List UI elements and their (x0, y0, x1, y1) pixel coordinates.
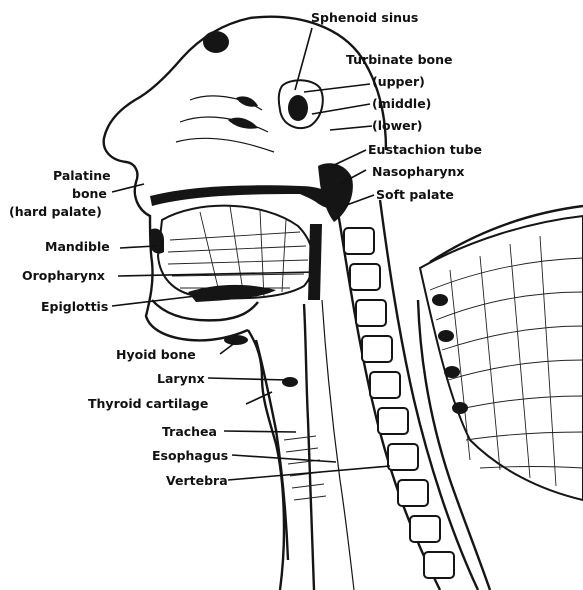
label-larynx: Larynx (157, 371, 205, 386)
label-hyoid-bone: Hyoid bone (116, 347, 196, 362)
orbit-shape (203, 31, 229, 53)
label-bone: bone (72, 186, 107, 201)
hyoid-shape (224, 335, 248, 345)
label-vertebra: Vertebra (166, 473, 228, 488)
leader-hyoid-bone (220, 342, 236, 354)
label-middle: (middle) (372, 96, 431, 111)
tongue-shape (158, 206, 313, 299)
label-palatine: Palatine (53, 168, 111, 183)
label-thyroid-cartilage: Thyroid cartilage (88, 396, 208, 411)
leader-epiglottis (112, 296, 196, 306)
esophagus-shape (322, 300, 354, 590)
leader-palatine-bone (112, 184, 144, 192)
leader-esophagus (232, 455, 336, 462)
nasopharynx-shape (318, 163, 353, 222)
label-eustachian-tube: Eustachion tube (368, 142, 482, 157)
label-turbinate-bone: Turbinate bone (346, 52, 453, 67)
label-sphenoid-sinus: Sphenoid sinus (311, 10, 418, 25)
label-upper: (upper) (372, 74, 425, 89)
sphenoid-sinus-shape (279, 80, 323, 128)
label-trachea: Trachea (162, 424, 217, 439)
label-esophagus: Esophagus (152, 448, 228, 463)
label-hard-palate: (hard palate) (9, 204, 102, 219)
label-lower: (lower) (372, 118, 423, 133)
label-mandible: Mandible (45, 239, 110, 254)
leader-turbinate-lower (330, 126, 372, 130)
hard-palate-shape (150, 185, 300, 206)
leader-thyroid-cartilage (246, 392, 272, 404)
larynx-trachea-shape (256, 304, 326, 590)
leader-eustachian-tube (332, 150, 366, 166)
label-oropharynx: Oropharynx (22, 268, 105, 283)
neck-muscle-shapes (420, 216, 583, 500)
label-epiglottis: Epiglottis (41, 299, 108, 314)
label-nasopharynx: Nasopharynx (372, 164, 464, 179)
turbinate-shapes (176, 96, 274, 152)
oropharynx-airway (308, 224, 322, 300)
leader-larynx (208, 378, 288, 380)
leader-trachea (224, 431, 296, 432)
label-soft-palate: Soft palate (376, 187, 454, 202)
